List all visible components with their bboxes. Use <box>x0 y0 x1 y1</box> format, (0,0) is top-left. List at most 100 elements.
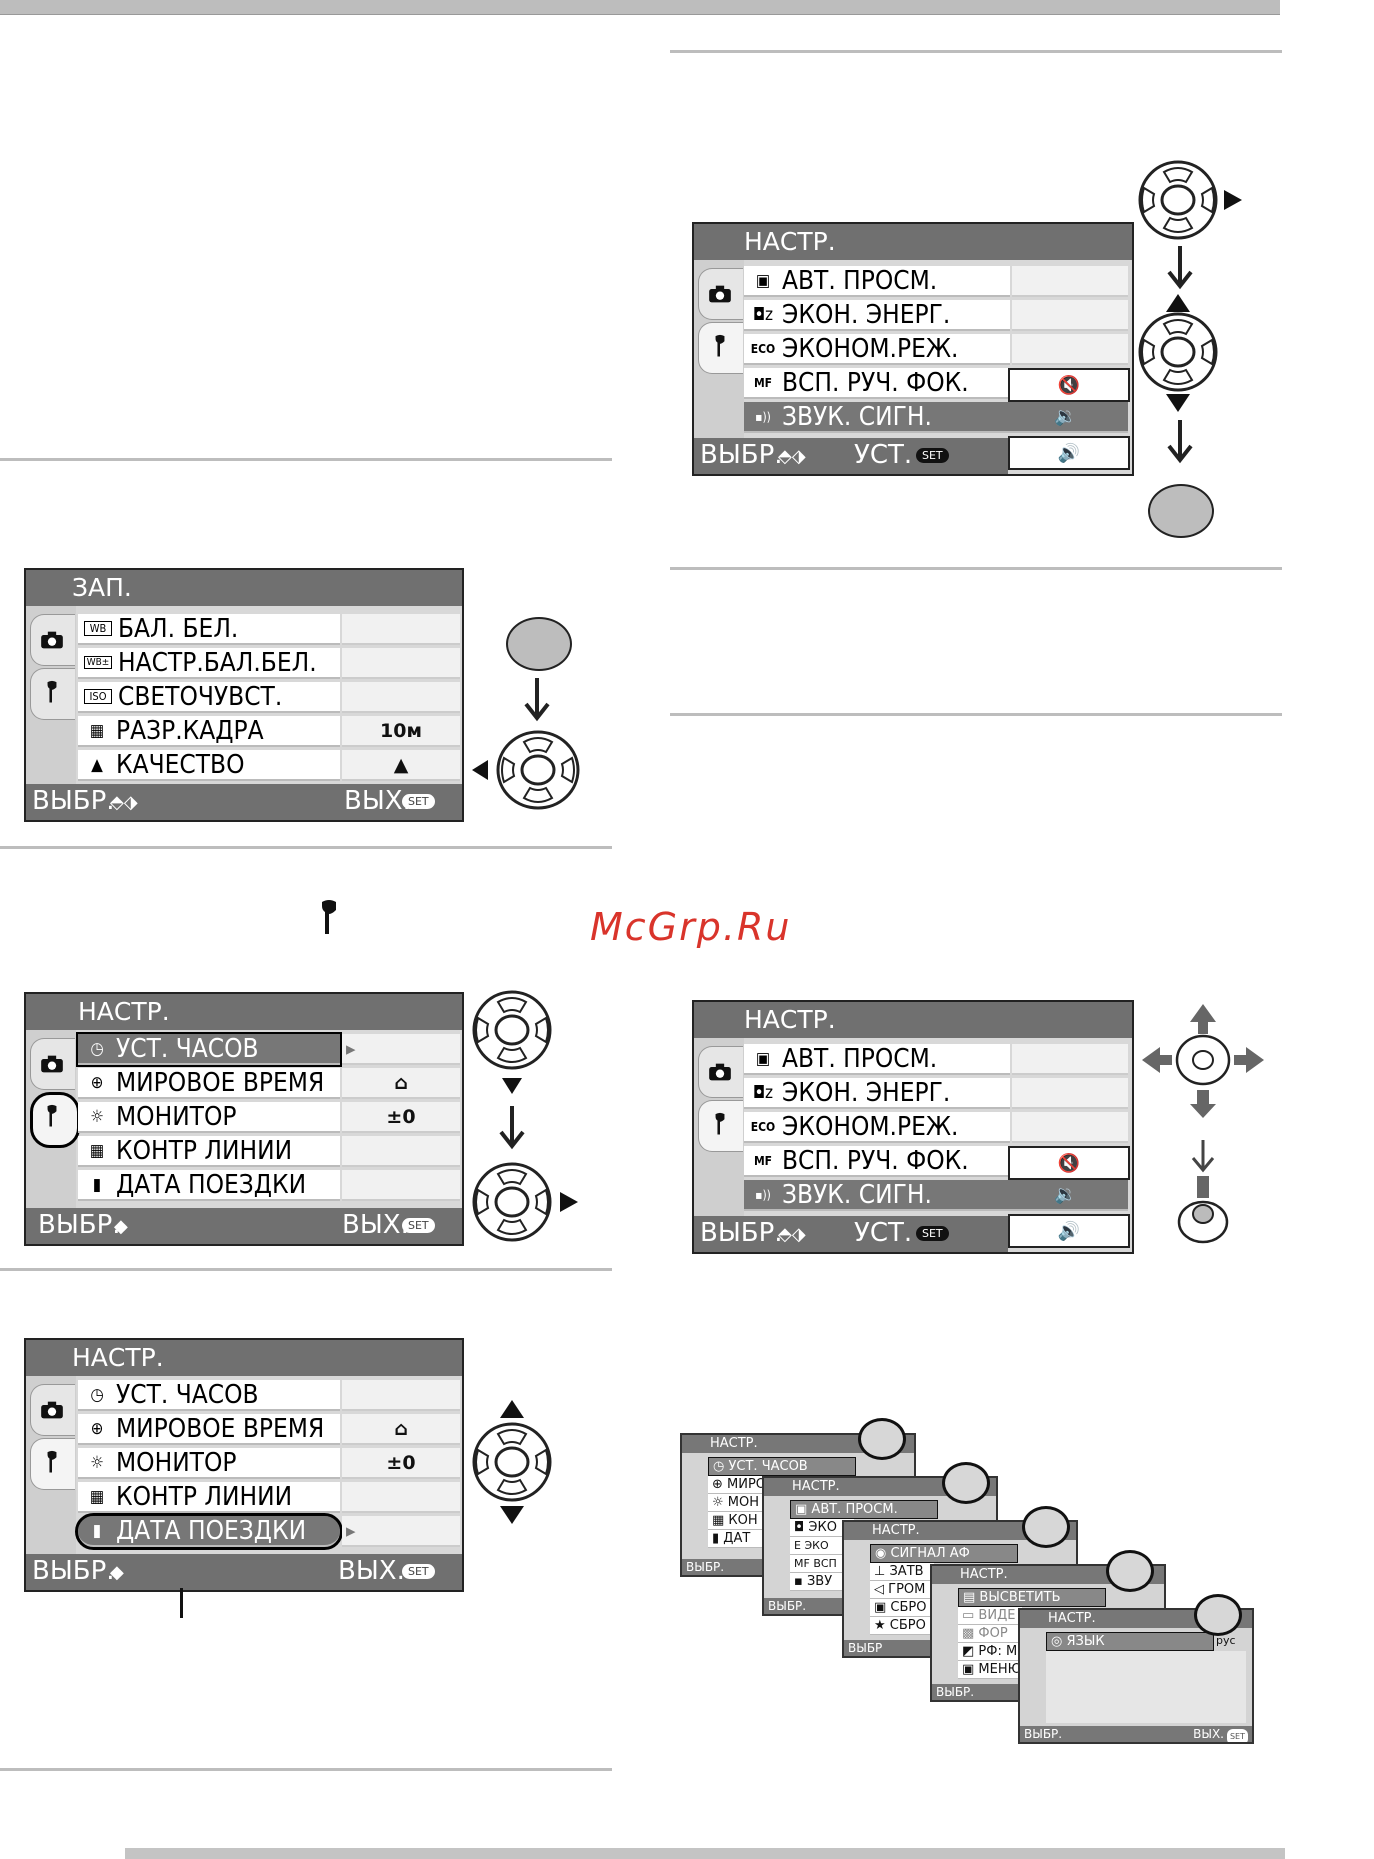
menu-item[interactable]: ☼МОНИТОР <box>78 1448 340 1479</box>
item-value: ±0 <box>342 1448 460 1479</box>
menu-item-label: РАЗР.КАДРА <box>116 715 264 746</box>
setup-menu-screen-clock: НАСТР. ◷УСТ. ЧАСОВ ⊕МИРОВОЕ ВРЕМЯ ☼МОНИТ… <box>24 992 464 1246</box>
menu-page-5: НАСТР. ◎ ЯЗЫК рус ВЫБР.ВЫХ.SET <box>1018 1608 1254 1744</box>
setup-tab[interactable] <box>30 1438 75 1490</box>
menu-button[interactable] <box>506 617 572 671</box>
cursor-pad-down[interactable] <box>472 990 562 1100</box>
menu-item[interactable]: ▪))ЗВУК. СИГН. <box>744 1180 1128 1211</box>
mini-row-selected[interactable]: ◉ СИГНАЛ АФ <box>870 1544 1018 1563</box>
mini-row[interactable]: ◩ РФ: М <box>958 1643 1022 1661</box>
menu-item[interactable]: ⊕МИРОВОЕ ВРЕМЯ <box>78 1414 340 1445</box>
setup-tab[interactable] <box>30 668 75 720</box>
mini-row-selected[interactable]: ▣ АВТ. ПРОСМ. <box>790 1500 938 1519</box>
mini-row-selected[interactable]: ◷ УСТ. ЧАСОВ <box>708 1457 856 1476</box>
arrow-down-icon <box>500 1506 524 1524</box>
four-way-pad-diagram[interactable] <box>1138 1000 1268 1250</box>
arrow-down-icon <box>1167 246 1193 290</box>
beep-low-option[interactable]: 🔉 <box>1054 1184 1077 1204</box>
mini-row[interactable]: E ЭКО <box>790 1537 854 1555</box>
camera-tab[interactable] <box>698 268 743 320</box>
footer-exit-label: ВЫХ. <box>338 1556 405 1586</box>
menu-set-button[interactable] <box>1148 484 1214 538</box>
menu-item[interactable]: ▦РАЗР.КАДРА <box>78 716 340 747</box>
menu-item[interactable]: ◷УСТ. ЧАСОВ <box>76 1032 342 1067</box>
cursor-pad-right[interactable] <box>472 1160 582 1244</box>
rule <box>0 846 612 849</box>
page-indicator-ring <box>1106 1550 1154 1592</box>
beep-high-option[interactable]: 🔊 <box>1008 436 1130 470</box>
camera-tab[interactable] <box>30 1384 75 1436</box>
menu-item[interactable]: ▣АВТ. ПРОСМ. <box>744 1044 1010 1075</box>
cursor-pad-right[interactable] <box>1138 158 1248 242</box>
footer-select-label: ВЫБР. <box>32 786 115 816</box>
menu-item[interactable]: ▦КОНТР ЛИНИИ <box>78 1136 340 1167</box>
screen-footer: ВЫБР. ⬘⬗ УСТ. SET <box>694 1216 1008 1252</box>
mini-row[interactable]: ⊕ МИРО <box>708 1476 772 1494</box>
mini-row[interactable]: ▩ ФОР <box>958 1625 1022 1643</box>
mini-row-selected[interactable]: ▤ ВЫСВЕТИТЬ <box>958 1588 1106 1607</box>
mini-title: НАСТР. <box>844 1522 1076 1540</box>
setup-tab[interactable] <box>698 322 743 374</box>
cursor-pad-updown[interactable] <box>1138 292 1228 422</box>
mini-row[interactable]: ▮ ДАТ <box>708 1530 772 1548</box>
mini-row[interactable]: ▪ ЗВУ <box>790 1573 854 1591</box>
mini-row-label: АВТ. ПРОСМ. <box>811 1502 898 1517</box>
item-value <box>1012 334 1128 365</box>
mini-row[interactable]: ◘ ЭКО <box>790 1519 854 1537</box>
menu-item[interactable]: ◷УСТ. ЧАСОВ <box>78 1380 340 1411</box>
beep-high-option[interactable]: 🔊 <box>1008 1214 1130 1248</box>
menu-item[interactable]: ▦КОНТР ЛИНИИ <box>78 1482 340 1513</box>
menu-item-label: ЗВУК. СИГН. <box>782 401 932 432</box>
mini-row[interactable]: ▣ МЕНЮ <box>958 1661 1022 1679</box>
item-value: ⌂ <box>342 1068 460 1099</box>
footer-exit-label: ВЫХ. <box>344 786 411 816</box>
clock-icon: ◷ <box>90 1038 104 1059</box>
mini-row[interactable]: ☼ МОН <box>708 1494 772 1512</box>
footer-set-label: УСТ. <box>854 1218 913 1248</box>
beep-off-option[interactable]: 🔇 <box>1008 1146 1130 1180</box>
footer-select-label: ВЫБР. <box>700 440 783 470</box>
mini-row[interactable]: MF ВСП <box>790 1555 854 1573</box>
menu-item[interactable]: ▮ДАТА ПОЕЗДКИ <box>75 1513 343 1550</box>
menu-item[interactable]: ⊕МИРОВОЕ ВРЕМЯ <box>78 1068 340 1099</box>
mini-row[interactable]: ▣ СБРО <box>870 1599 934 1617</box>
footer-select-label: ВЫБР. <box>32 1556 115 1586</box>
menu-item[interactable]: ▣АВТ. ПРОСМ. <box>744 266 1010 297</box>
item-value: ⌂ <box>342 1414 460 1445</box>
menu-item[interactable]: ▪))ЗВУК. СИГН. <box>744 402 1128 433</box>
mini-row-selected[interactable]: ◎ ЯЗЫК <box>1046 1632 1214 1651</box>
mini-row[interactable]: ▭ ВИДЕ <box>958 1607 1022 1625</box>
screen-footer: ВЫБР. ◆ ВЫХ. SET <box>26 1208 462 1244</box>
cursor-pad-left[interactable] <box>472 728 582 812</box>
beep-low-option[interactable]: 🔉 <box>1054 406 1077 426</box>
camera-tab[interactable] <box>698 1046 743 1098</box>
cursor-pad-updown[interactable] <box>472 1398 562 1528</box>
beep-off-option[interactable]: 🔇 <box>1008 368 1130 402</box>
mini-row-label: СБРО <box>890 1600 927 1615</box>
camera-tab[interactable] <box>30 614 75 666</box>
grid-icon: ▦ <box>89 1140 105 1161</box>
menu-item[interactable]: WB±НАСТР.БАЛ.БЕЛ. <box>78 648 340 679</box>
mini-row[interactable]: ▦ КОН <box>708 1512 772 1530</box>
mini-row[interactable]: ◁ ГРОМ <box>870 1581 934 1599</box>
mini-row[interactable]: ★ СБРО <box>870 1617 934 1635</box>
menu-item[interactable]: ☼МОНИТОР <box>78 1102 340 1133</box>
setup-tab[interactable] <box>30 1092 80 1148</box>
menu-item[interactable]: ▮ДАТА ПОЕЗДКИ <box>78 1170 340 1201</box>
menu-item-label: МИРОВОЕ ВРЕМЯ <box>116 1067 325 1098</box>
mini-row[interactable]: ⊥ ЗАТВ <box>870 1563 934 1581</box>
mini-row-label: ЗВУ <box>806 1574 833 1589</box>
setup-tab[interactable] <box>698 1100 743 1152</box>
eco-icon: ECO <box>750 1119 776 1134</box>
camera-tab[interactable] <box>30 1038 75 1090</box>
menu-item[interactable]: ▲КАЧЕСТВО <box>78 750 340 781</box>
